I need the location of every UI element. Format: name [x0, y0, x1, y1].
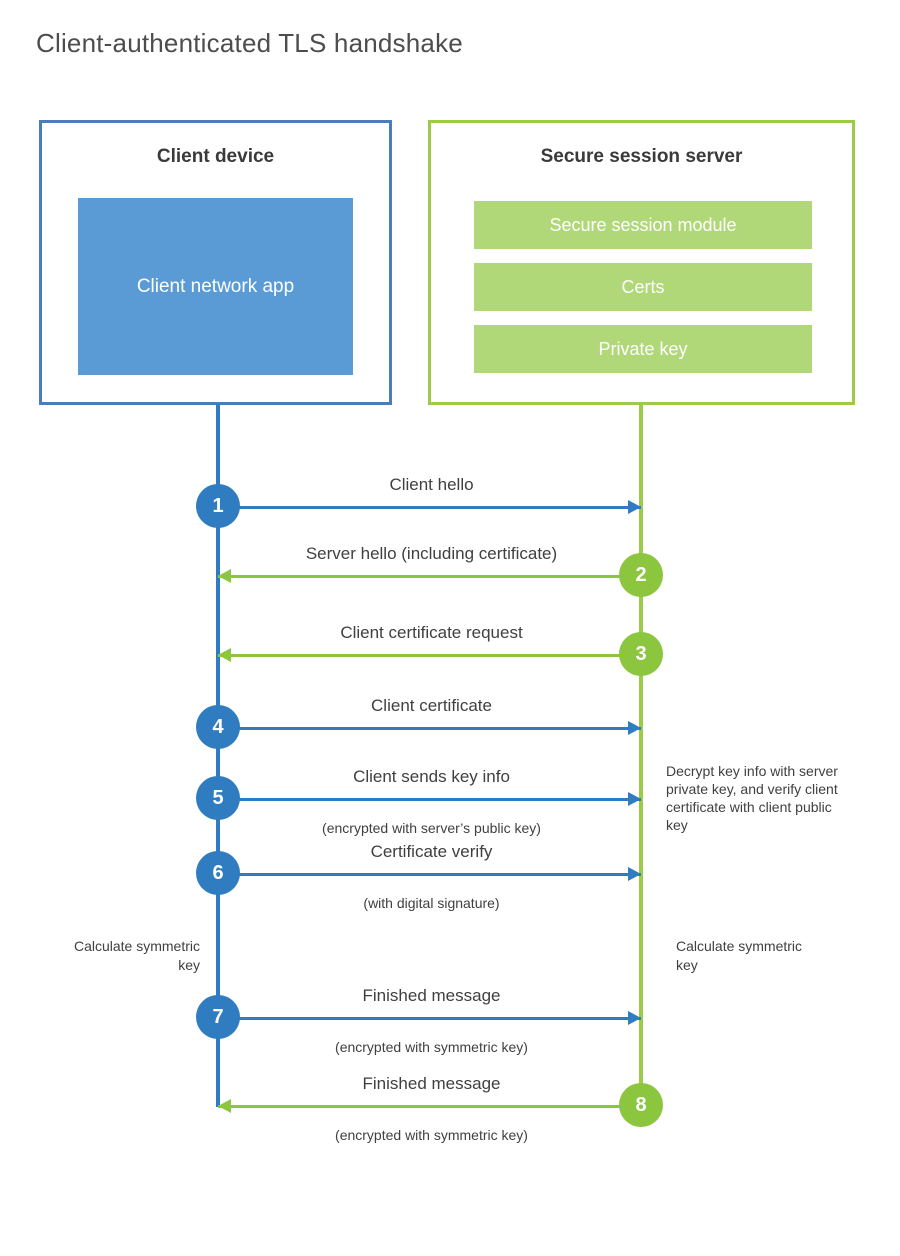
message-label-5: Client sends key info [353, 767, 510, 786]
message-label-7: Finished message [362, 986, 501, 1005]
step-badge-1[interactable]: 1 [196, 484, 240, 528]
message-label-3: Client certificate request [340, 623, 523, 642]
step-badge-5[interactable]: 5 [196, 776, 240, 820]
arrow-head-7 [628, 1011, 641, 1025]
message-line-1 [218, 506, 641, 509]
arrow-head-8 [218, 1099, 231, 1113]
message-label-2: Server hello (including certificate) [305, 544, 558, 563]
note-calculate-symmetric-key-client: Calculate symmetric key [73, 938, 200, 973]
message-sublabel-5: (encrypted with server’s public key) [322, 820, 541, 836]
message-line-5 [218, 798, 641, 801]
message-line-7 [218, 1017, 641, 1020]
step-badge-2[interactable]: 2 [619, 553, 663, 597]
message-label-8: Finished message [362, 1074, 501, 1093]
server-lifeline [639, 404, 643, 1106]
arrow-head-1 [628, 500, 641, 514]
arrow-head-4 [628, 721, 641, 735]
arrow-head-3 [218, 648, 231, 662]
note-decrypt-key-info: Decrypt key info with server private key… [666, 763, 838, 833]
server-block-private-key: Private key [474, 325, 812, 373]
client-network-app-block: Client network app [78, 198, 353, 375]
server-block-secure-session-module: Secure session module [474, 201, 812, 249]
secure-session-server-title: Secure session server [540, 146, 743, 167]
message-line-2 [218, 575, 641, 578]
step-badge-7[interactable]: 7 [196, 995, 240, 1039]
arrow-head-2 [218, 569, 231, 583]
client-lifeline [216, 404, 220, 1107]
message-sublabel-8: (encrypted with symmetric key) [335, 1127, 528, 1143]
page-title: Client-authenticated TLS handshake [36, 28, 463, 58]
message-sublabel-7: (encrypted with symmetric key) [335, 1039, 528, 1055]
message-line-4 [218, 727, 641, 730]
step-badge-8[interactable]: 8 [619, 1083, 663, 1127]
message-line-6 [218, 873, 641, 876]
message-line-8 [218, 1105, 641, 1108]
server-block-certs: Certs [474, 263, 812, 311]
secure-session-server-box: Secure session server Secure session mod… [428, 120, 855, 405]
message-label-1: Client hello [389, 475, 474, 494]
arrow-head-5 [628, 792, 641, 806]
step-badge-6[interactable]: 6 [196, 851, 240, 895]
client-device-box: Client device Client network app [39, 120, 392, 405]
step-badge-3[interactable]: 3 [619, 632, 663, 676]
client-device-title: Client device [156, 146, 275, 167]
message-line-3 [218, 654, 641, 657]
message-label-4: Client certificate [371, 696, 492, 715]
arrow-head-6 [628, 867, 641, 881]
step-badge-4[interactable]: 4 [196, 705, 240, 749]
message-label-6: Certificate verify [370, 842, 493, 861]
note-calculate-symmetric-key-server: Calculate symmetric key [676, 938, 803, 973]
message-sublabel-6: (with digital signature) [363, 895, 500, 911]
